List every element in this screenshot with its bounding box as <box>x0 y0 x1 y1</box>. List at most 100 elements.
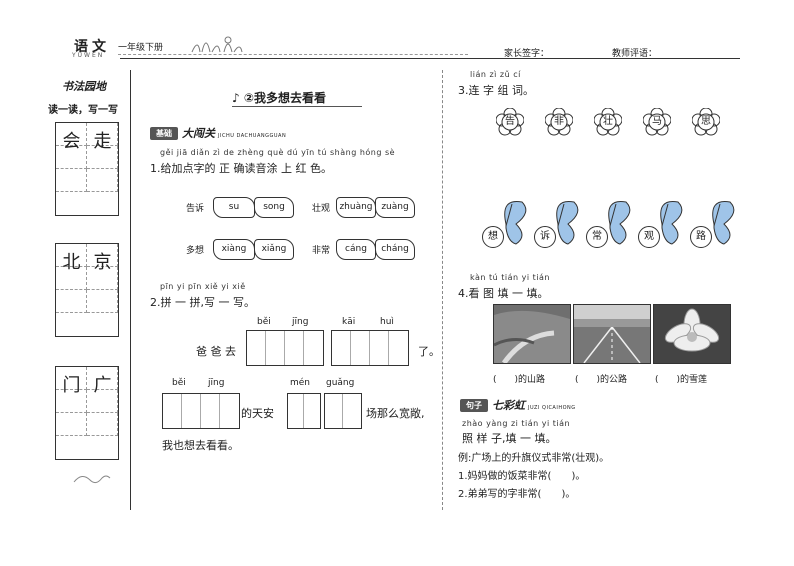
butterfly-icon <box>712 200 735 245</box>
photo-caption: ( )的雪莲 <box>655 375 708 385</box>
section-banner-sentence: 句子 七彩虹 JUZI QICAIHONG <box>460 398 576 412</box>
highway-photo <box>573 304 651 364</box>
q5-item[interactable]: 1.妈妈做的饭菜非常( )。 <box>458 471 586 482</box>
flower-char-text: 非 <box>554 116 564 127</box>
butterfly-char-text: 路 <box>690 226 712 248</box>
pinyin-option[interactable]: zuàng <box>375 197 415 218</box>
parent-sign-label: 家长签字： <box>504 49 550 59</box>
write-box[interactable] <box>162 393 240 429</box>
q3-text: 3.连 字 组 词。 <box>458 84 534 97</box>
section-en: JICHU DACHUANGGUAN <box>218 133 287 139</box>
q4-text: 4.看 图 填 一 填。 <box>458 287 549 300</box>
sidebar-subtitle: 读一读，写一写 <box>48 105 118 116</box>
flower-char[interactable]: 告 <box>495 107 525 136</box>
butterfly-icon <box>660 200 683 245</box>
header-rule <box>118 54 468 55</box>
butterfly-char-text: 观 <box>638 226 660 248</box>
section-banner-basic: 基础 大闯关 JICHU DACHUANGGUAN <box>150 126 286 140</box>
butterfly-char[interactable]: 想 <box>482 198 532 250</box>
butterfly-char[interactable]: 观 <box>638 198 688 250</box>
tianzige-grid-2: 北 京 <box>55 243 119 337</box>
q1-text: 1.给加点字的 正 确读音涂 上 红 色。 <box>150 162 332 175</box>
write-box[interactable] <box>331 330 409 366</box>
q2-pinyin-hint: běi <box>257 317 271 327</box>
left-divider <box>130 70 131 510</box>
lesson-title: ♪ ②我多想去看看 <box>232 89 326 106</box>
flower-char[interactable]: 壮 <box>593 107 623 136</box>
pinyin-option[interactable]: cáng <box>336 239 376 260</box>
q2-pinyin-hint: jīng <box>208 378 225 388</box>
pinyin-option[interactable]: song <box>254 197 294 218</box>
write-box[interactable] <box>246 330 324 366</box>
flower-char-text: 告 <box>505 116 515 127</box>
practice-char: 北 <box>62 252 81 273</box>
q5-pinyin: zhào yàng zi tián yi tián <box>462 419 571 428</box>
lesson-title-text: ②我多想去看看 <box>243 91 327 105</box>
section-name: 七彩虹 <box>492 399 525 412</box>
photo-caption: ( )的山路 <box>493 375 546 385</box>
subject-pinyin: YUWEN <box>72 52 105 59</box>
q1-word: 多想 <box>186 246 205 256</box>
pinyin-option[interactable]: cháng <box>375 239 415 260</box>
section-tag: 句子 <box>460 398 488 412</box>
practice-char: 走 <box>93 131 112 152</box>
butterfly-char-text: 常 <box>586 226 608 248</box>
write-box[interactable] <box>324 393 362 429</box>
butterfly-char[interactable]: 常 <box>586 198 636 250</box>
mountain-road-photo <box>493 304 571 364</box>
snow-lotus-photo <box>653 304 731 364</box>
flower-char-text: 思 <box>701 116 711 127</box>
swirl-decoration-icon <box>73 475 111 484</box>
q2-line1-suffix: 了。 <box>418 345 440 358</box>
q2-pinyin-hint: kāi <box>342 317 356 327</box>
section-name: 大闯关 <box>182 127 215 140</box>
butterfly-char[interactable]: 路 <box>690 198 740 250</box>
q5-example: 例:广场上的升旗仪式非常(壮观)。 <box>458 453 610 464</box>
butterfly-icon <box>608 200 631 245</box>
q2-pinyin-hint: běi <box>172 378 186 388</box>
pinyin-option[interactable]: xiàng <box>213 239 255 260</box>
q2-pinyin-hint: jīng <box>292 317 309 327</box>
q2-pinyin-hint: huì <box>380 317 394 327</box>
butterfly-char-text: 想 <box>482 226 504 248</box>
subject-title: 语文 <box>74 39 110 55</box>
pinyin-option[interactable]: su <box>213 197 255 218</box>
q1-pinyin: gěi jiā diǎn zì de zhèng què dú yīn tú s… <box>160 148 396 157</box>
q5-item[interactable]: 2.弟弟写的字非常( )。 <box>458 489 576 500</box>
flower-char[interactable]: 思 <box>691 107 721 136</box>
q1-word: 告诉 <box>186 204 205 214</box>
q2-pinyin-hint: mén <box>290 378 311 388</box>
q4-pinyin: kàn tú tián yi tián <box>470 273 550 282</box>
grade-label: 一年级下册 <box>118 43 164 53</box>
music-note-icon: ♪ <box>232 91 240 105</box>
butterfly-char-text: 诉 <box>534 226 556 248</box>
q1-word: 壮观 <box>312 204 331 214</box>
center-divider <box>442 70 443 510</box>
write-box[interactable] <box>287 393 321 429</box>
pinyin-option[interactable]: xiǎng <box>254 239 294 260</box>
lesson-title-underline <box>232 106 362 107</box>
grass-decoration-icon <box>191 36 243 53</box>
q5-text: 照 样 子,填 一 填。 <box>462 432 557 445</box>
tianzige-grid-1: 会 走 <box>55 122 119 216</box>
butterfly-icon <box>504 200 527 245</box>
flower-char-text: 壮 <box>603 116 613 127</box>
q3-pinyin: lián zì zǔ cí <box>470 70 521 79</box>
butterfly-icon <box>556 200 579 245</box>
q2-line1-prefix: 爸 爸 去 <box>196 345 236 358</box>
practice-char: 广 <box>93 375 112 396</box>
teacher-comment-label: 教师评语： <box>612 49 658 59</box>
sidebar-title: 书法园地 <box>62 80 106 93</box>
flower-char[interactable]: 马 <box>642 107 672 136</box>
q2-pinyin: pīn yi pīn xiě yi xiě <box>160 282 246 291</box>
q2-pinyin-hint: guǎng <box>326 378 355 388</box>
section-en: JUZI QICAIHONG <box>528 405 576 411</box>
flower-char[interactable]: 非 <box>544 107 574 136</box>
practice-char: 门 <box>62 375 81 396</box>
pinyin-option[interactable]: zhuàng <box>336 197 376 218</box>
q2-line2-end: 场那么宽敞, <box>366 407 425 420</box>
q2-text: 2.拼 一 拼,写 一 写。 <box>150 296 255 309</box>
header-underline <box>120 58 740 59</box>
practice-char: 会 <box>62 131 81 152</box>
butterfly-char[interactable]: 诉 <box>534 198 584 250</box>
